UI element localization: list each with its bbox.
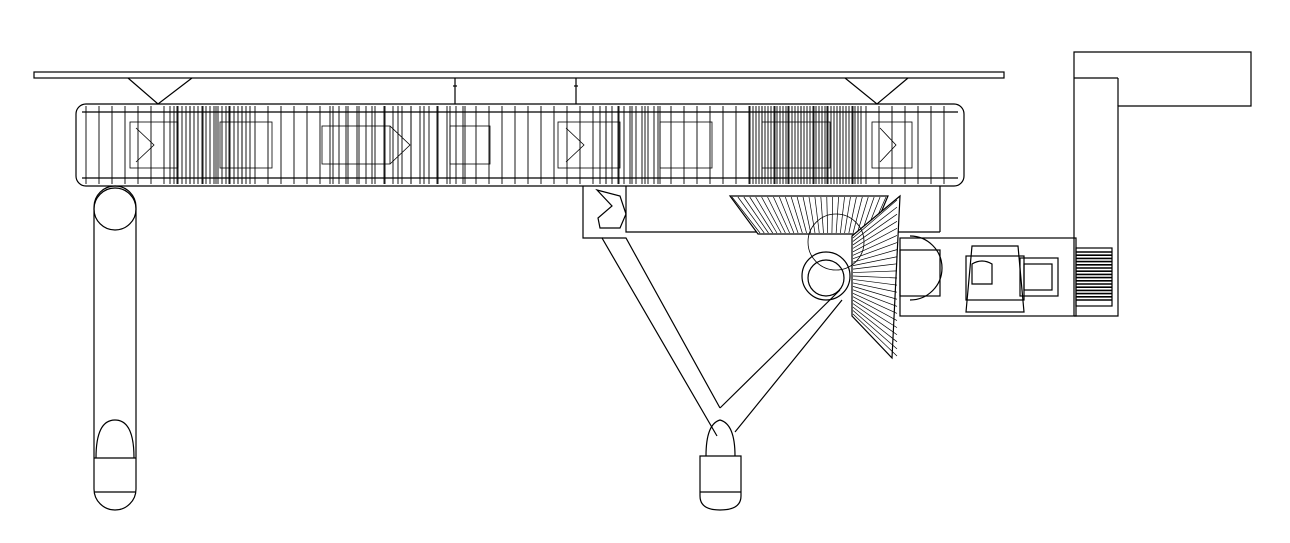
plate-brackets xyxy=(127,77,909,105)
center-foot xyxy=(699,419,742,511)
hub-rollers xyxy=(801,213,865,301)
bevel-vertical-gear xyxy=(851,194,901,360)
threaded-collar xyxy=(1075,247,1113,307)
crank-arm xyxy=(1073,51,1252,317)
gear-ring-teeth xyxy=(85,106,945,184)
gear-ring-slots xyxy=(129,121,913,169)
top-plate xyxy=(33,71,1005,79)
gear-ring xyxy=(75,103,965,187)
left-leg xyxy=(93,185,137,511)
shaft-housing xyxy=(899,235,1077,317)
